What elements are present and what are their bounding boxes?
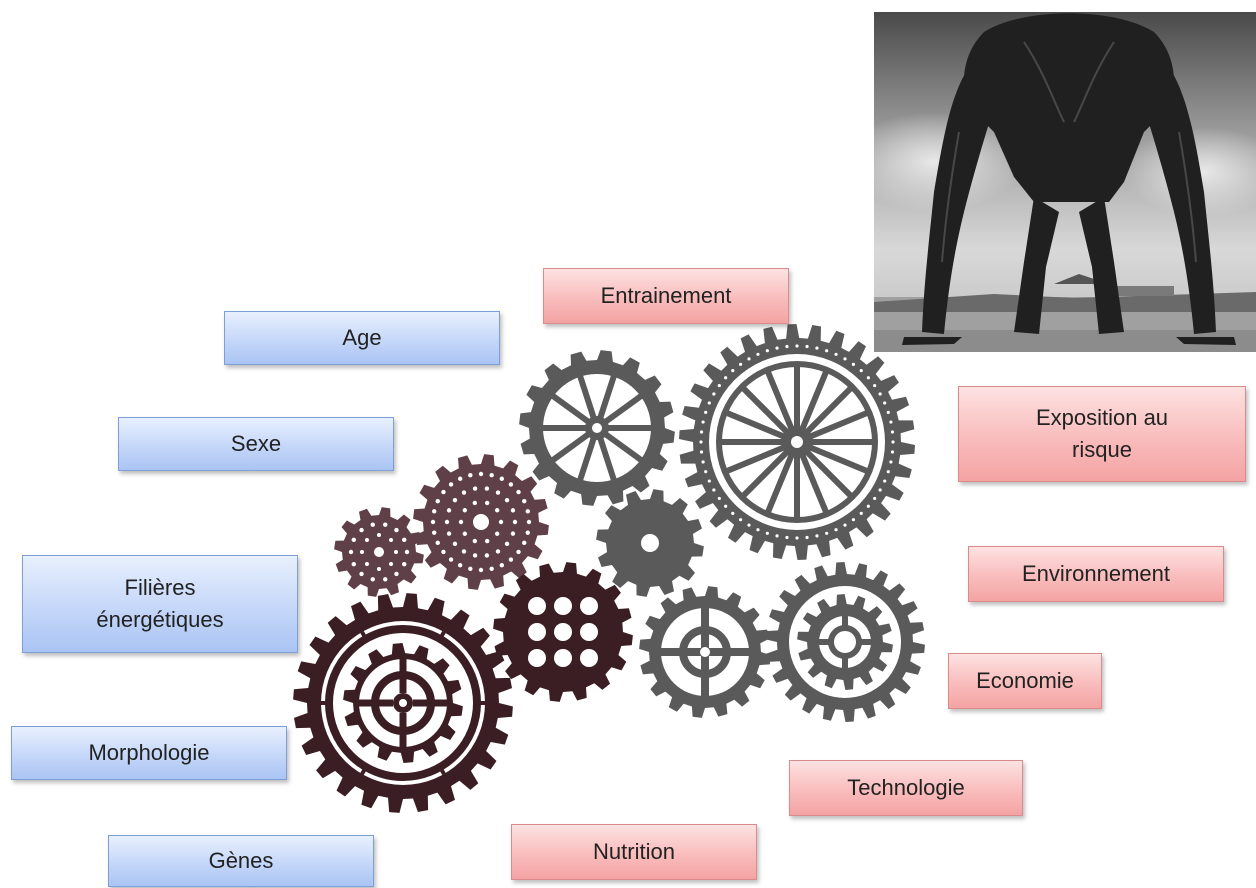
label-entrainement: Entrainement [543,268,789,324]
label-age: Age [224,311,500,365]
label-technologie-text: Technologie [847,775,965,801]
label-economie-text: Economie [976,668,1074,694]
gear-solid-small [596,489,704,597]
label-morphologie: Morphologie [11,726,287,780]
athlete-photo [874,12,1256,352]
gear-large-dark [293,593,513,813]
label-exposition-au-risque: Exposition au risque [958,386,1246,482]
label-filieres-line2: énergétiques [96,607,224,632]
gear-cross-gray [639,586,771,718]
label-exposition-line1: Exposition au [1035,405,1169,431]
gear-upper-spoked [519,350,675,506]
label-economie: Economie [948,653,1102,709]
label-technologie: Technologie [789,760,1023,816]
gear-double-gray [765,562,925,722]
gear-large-spoked [679,324,915,560]
label-sexe: Sexe [118,417,394,471]
label-genes-text: Gènes [208,848,274,874]
label-morphologie-text: Morphologie [88,740,210,766]
label-environnement: Environnement [968,546,1224,602]
label-filieres-line1: Filières [124,575,196,601]
label-age-text: Age [342,325,382,351]
label-entrainement-text: Entrainement [600,283,732,309]
label-genes: Gènes [108,835,374,887]
label-environnement-text: Environnement [1022,561,1170,587]
label-nutrition-text: Nutrition [593,839,675,865]
label-sexe-text: Sexe [230,431,282,457]
gear-small-maroon [334,507,424,597]
gear-dotted-maroon [413,454,549,590]
label-nutrition: Nutrition [511,824,757,880]
label-filieres-energetiques: Filières énergétiques [22,555,298,653]
label-exposition-line2: risque [1072,437,1132,462]
gear-holes-dark [493,562,633,702]
